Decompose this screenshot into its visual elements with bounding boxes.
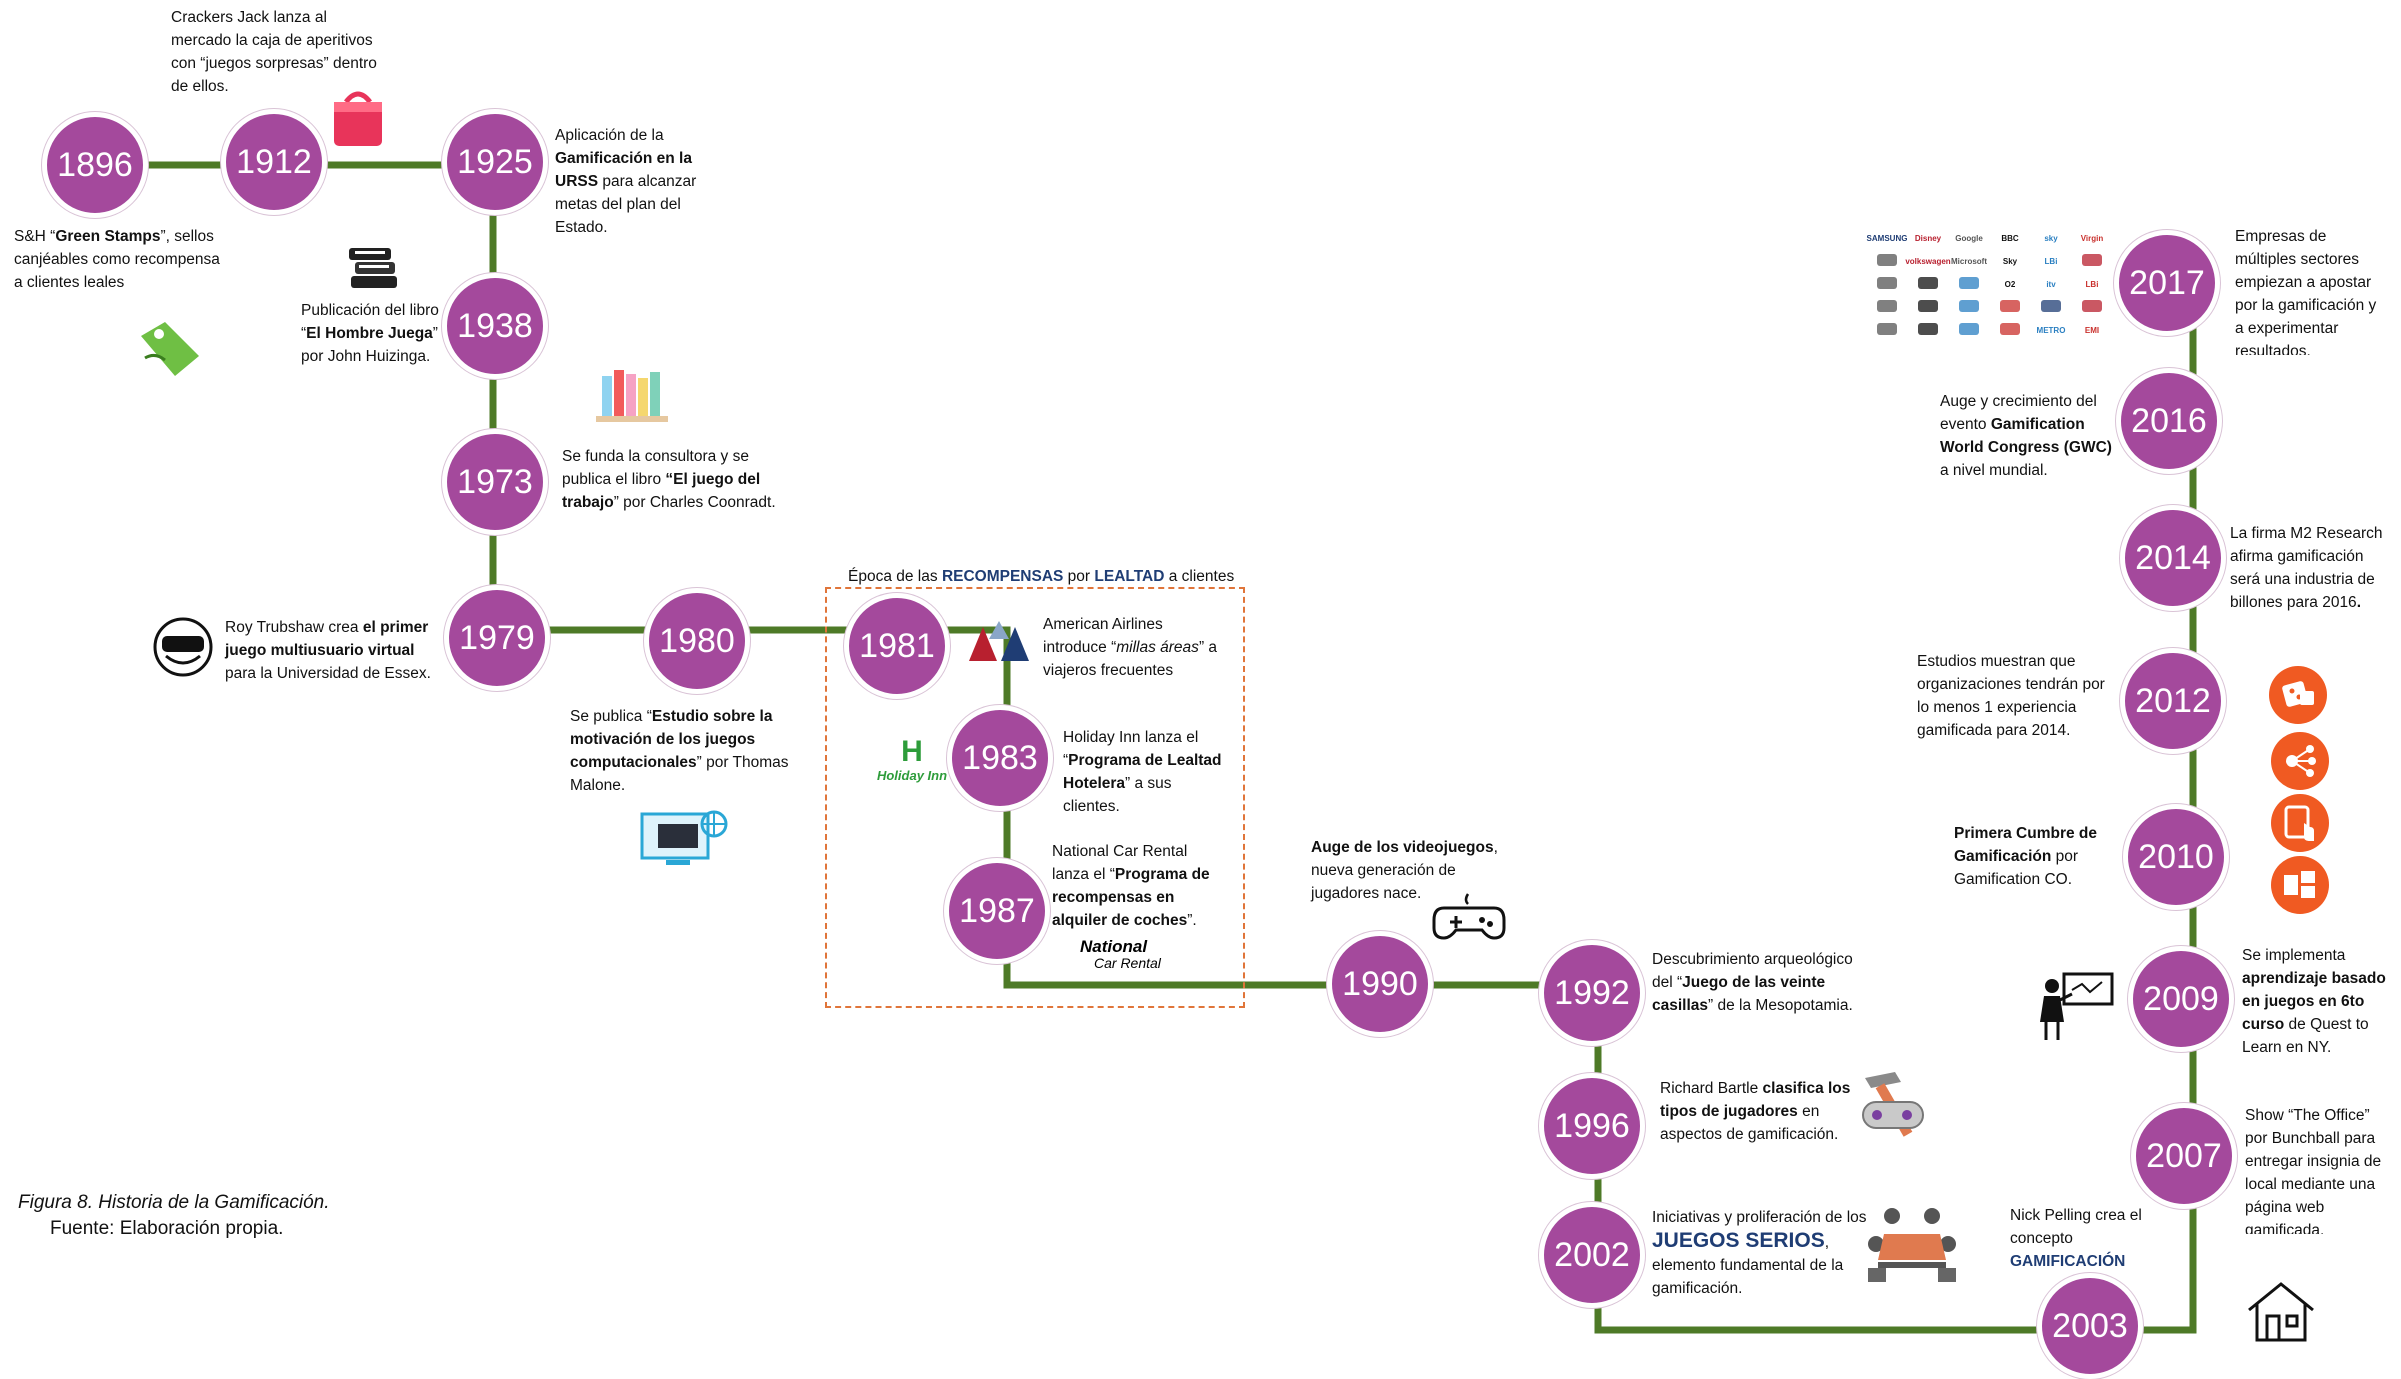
hammer-controller-icon [1862,1072,1924,1137]
node-1996: 1996 [1539,1073,1645,1179]
node-2017: 2017 [2114,230,2220,336]
event-2012: Estudios muestran que organizaciones ten… [1917,653,2105,739]
loyalty-era-box [825,587,1245,1008]
holiday-inn-logo: H Holiday Inn [876,735,948,784]
dice-icon [2269,666,2327,724]
cards-icon [2271,856,2329,914]
node-1912: 1912 [221,109,327,215]
event-1925: Aplicación de la Gamificación en la URSS… [555,127,697,236]
brand-logo-label: LBi [2045,257,2058,266]
brand-logo-mark [1959,300,1979,312]
node-2003: 2003 [2037,1273,2143,1379]
node-1925: 1925 [442,109,548,215]
brand-logo-label: Sky [2003,257,2018,266]
brand-logo-label: Microsoft [1951,257,1987,266]
event-1996: Richard Bartle clasifica los tipos de ju… [1660,1080,1851,1143]
event-1983: Holiday Inn lanza el “Programa de Lealta… [1063,729,1222,815]
node-2010: 2010 [2123,804,2229,910]
node-2016: 2016 [2116,368,2222,474]
node-1973: 1973 [442,429,548,535]
node-1983: 1983 [947,705,1053,811]
node-2014: 2014 [2120,505,2226,611]
brand-logo-label: SAMSUNG [1867,234,1908,243]
event-2017: Empresas de múltiples sectores empiezan … [2235,228,2377,355]
figure-caption: Figura 8. Historia de la Gamificación. F… [18,1192,330,1239]
event-2009: Se implementa aprendizaje basado en jueg… [2242,947,2386,1056]
brand-logo-mark [1918,323,1938,335]
event-2003: Nick Pelling crea el concepto GAMIFICACI… [2010,1207,2142,1270]
event-1938: Publicación del libro “El Hombre Juega” … [301,302,439,365]
node-2012: 2012 [2120,648,2226,754]
event-2002: Iniciativas y proliferación de los JUEGO… [1652,1209,1867,1297]
brand-logo-mark [2000,323,2020,335]
brand-logo-mark [1877,300,1897,312]
brand-logo-label: itv [2046,280,2056,289]
brand-logos-grid: SAMSUNG Disney Google BBC sky Virgin volkswage… [1865,224,2115,344]
price-tag-icon [141,322,199,376]
node-1987: 1987 [944,858,1050,964]
brand-logo-label: volkswagen [1905,257,1950,266]
brand-logo-label: Virgin [2081,234,2104,243]
node-1938: 1938 [442,273,548,379]
gamepad-icon [1432,893,1506,940]
node-1896: 1896 [42,112,148,218]
brand-logo-label: BBC [2001,234,2019,243]
brand-logo-mark [1877,254,1897,266]
event-1979: Roy Trubshaw crea el primer juego multiu… [225,619,431,682]
computer-screen-icon [640,810,728,865]
node-2002: 2002 [1539,1202,1645,1308]
event-1896: S&H “Green Stamps”, sellos canjéables co… [14,228,220,291]
event-1992: Descubrimiento arqueológico del “Juego d… [1652,951,1853,1014]
brand-logo-mark [1918,300,1938,312]
node-1979: 1979 [444,585,550,691]
event-2007: Show “The Office” por Bunchball para ent… [2245,1107,2382,1234]
brand-logo-mark [2041,300,2061,312]
gift-box-icon [334,91,382,146]
node-1992: 1992 [1539,940,1645,1046]
event-1981: American Airlines introduce “millas área… [1043,616,1218,679]
event-2014: La firma M2 Research afirma gamificación… [2230,525,2383,611]
network-icon [2271,732,2329,790]
epoch-title: Época de las RECOMPENSAS por LEALTAD a c… [848,568,1235,585]
node-1981: 1981 [844,593,950,699]
books-stack-icon [349,248,397,288]
node-1980: 1980 [644,588,750,694]
brand-logo-label: METRO [2037,326,2066,335]
vr-headset-icon [153,617,213,677]
brand-logos-grid-svg: SAMSUNG Disney Google BBC sky Virgin volkswage… [1867,234,2104,335]
brand-logo-mark [1918,277,1938,289]
bookshelf-icon [596,370,668,422]
brand-logo-label: O2 [2005,280,2016,289]
brand-logo-label: Disney [1915,234,1942,243]
node-2009: 2009 [2128,946,2234,1052]
brand-logo-label: EMI [2085,326,2099,335]
brand-logo-mark [1877,323,1897,335]
event-2016: Auge y crecimiento del evento Gamificati… [1940,393,2112,479]
national-car-rental-logo: National Car Rental [1080,937,1161,971]
brand-logo-label: sky [2044,234,2058,243]
home-icon [2248,1282,2314,1342]
event-1990: Auge de los videojuegos, nueva generació… [1311,839,1498,902]
brand-logo-mark [1959,277,1979,289]
brand-logo-mark [1959,323,1979,335]
brand-logo-mark [2000,300,2020,312]
american-airlines-logo [969,621,1029,661]
event-1912: Crackers Jack lanza al mercado la caja d… [171,9,377,95]
touch-icon [2271,794,2329,852]
brand-logo-mark [2082,254,2102,266]
brand-logo-label: LBi [2086,280,2099,289]
node-1990: 1990 [1327,931,1433,1037]
event-1973: Se funda la consultora y se publica el l… [562,448,776,511]
node-2007: 2007 [2131,1103,2237,1209]
meeting-table-icon [1868,1208,1956,1282]
brand-logo-label: Google [1955,234,1983,243]
event-1987: National Car Rental lanza el “Programa d… [1052,843,1210,929]
event-2010: Primera Cumbre de Gamificación por Gamif… [1954,825,2097,888]
brand-logo-mark [1877,277,1897,289]
brand-logo-mark [2082,300,2102,312]
teacher-board-icon [2040,972,2114,1040]
event-1980: Se publica “Estudio sobre la motivación … [570,708,789,794]
